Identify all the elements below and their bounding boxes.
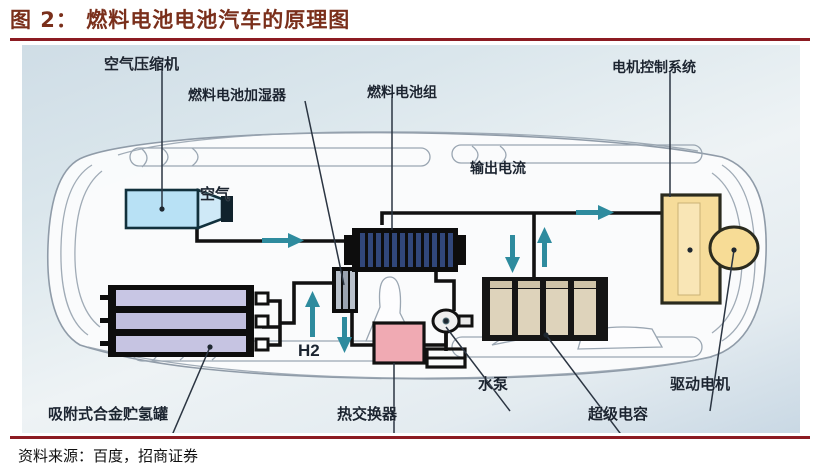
- output-current-arrow: [576, 205, 614, 220]
- hydrogen-storage-tanks: [100, 285, 270, 357]
- title-divider-top: [10, 38, 810, 41]
- humidifier-down-arrow: [337, 317, 352, 353]
- fuel-cell-stack: [344, 228, 466, 272]
- callout-label-air-compressor: 空气压缩机: [104, 55, 180, 73]
- callout-label-fc-stack: 燃料电池组: [367, 85, 437, 101]
- flow-label-output-current: 输出电流: [470, 161, 526, 177]
- callout-label-motor-controller: 电机控制系统: [612, 60, 696, 76]
- supercap-in-arrow: [505, 235, 520, 273]
- callout-label-hydrogen-tank: 吸附式合金贮氢罐: [48, 405, 169, 423]
- source-note: 资料来源：百度，招商证券: [18, 447, 199, 465]
- fuel-cell-humidifier: [332, 267, 358, 313]
- diagram-canvas: 空气压缩机 燃料电池加湿器 燃料电池组 电机控制系统 吸附式合金贮氢罐 热交换器…: [22, 45, 800, 433]
- source-divider: [10, 436, 810, 439]
- supercapacitor: [482, 277, 608, 341]
- hydrogen-tank-valves: [254, 291, 270, 352]
- callout-label-fc-humidifier: 燃料电池加湿器: [188, 88, 286, 104]
- fuel-cell-vehicle-diagram: [46, 67, 767, 433]
- callout-label-water-pump: 水泵: [478, 375, 509, 393]
- air-flow-arrow: [262, 233, 304, 248]
- callout-leaders: [161, 67, 735, 433]
- h2-flow-arrow: [305, 291, 320, 337]
- callout-label-supercapacitor: 超级电容: [588, 405, 649, 423]
- supercap-out-arrow: [537, 227, 552, 267]
- flow-arrows: [262, 205, 614, 353]
- flow-label-h2: H2: [298, 341, 320, 360]
- callout-dots: [159, 206, 737, 350]
- page-title: 图 2： 燃料电池电池汽车的原理图: [10, 8, 351, 32]
- callout-label-drive-motor: 驱动电机: [670, 375, 731, 393]
- flow-label-air: 空气: [200, 185, 231, 203]
- callout-label-heat-exchanger: 热交换器: [337, 405, 398, 423]
- heat-exchanger: [372, 321, 426, 365]
